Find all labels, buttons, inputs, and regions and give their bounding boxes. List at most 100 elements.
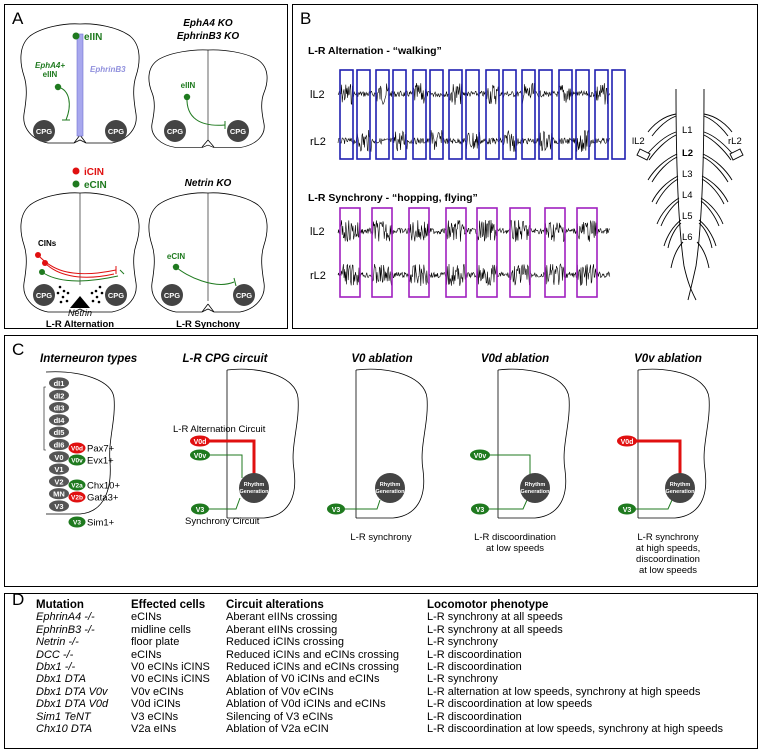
svg-text:Generation: Generation [239,489,269,495]
svg-text:Rhythm: Rhythm [244,482,265,488]
marker-gene: Chx10+ [87,481,120,492]
svg-text:V3: V3 [623,507,632,514]
svg-text:V0d: V0d [194,439,207,446]
domain-di2 [49,389,69,401]
alt-box-right [465,69,480,160]
cell-phenotype: L-R discoordination [427,710,522,723]
domain-di6 [49,438,69,451]
cell-mutation: Chx10 DTA [36,723,93,736]
svg-text:V3: V3 [476,507,485,514]
mutation-table: Mutation Effected cells Circuit alterati… [36,599,723,735]
panel-b [292,4,758,329]
v0-cord-outline [355,368,428,519]
header-phenotype: Locomotor phenotype [427,599,549,611]
svg-text:CPG: CPG [36,291,52,300]
cell-circuit: Ablation of V0v eCINs [226,685,334,698]
cord-label-l3: L3 [682,169,693,180]
dorsal-bracket [43,386,46,451]
alt-box-left [339,69,354,160]
alternation-boxes [339,69,626,160]
domain-v0 [49,451,69,463]
cpg-a3-left [33,284,55,306]
v3-cell-v0 [327,503,345,515]
domain-label: dI4 [54,416,66,425]
svg-text:CPG: CPG [108,291,124,300]
syn-left-trace-label: lL2 [310,226,325,238]
alt-box-left [558,69,573,160]
marker-gene: Evx1+ [87,456,114,467]
marker-v0d [68,442,86,454]
marker-tag: V0v [71,458,83,465]
cpg-a4-left [161,284,183,306]
svg-text:CPG: CPG [236,291,252,300]
alt-circuit-label: L-R Alternation Circuit [173,424,266,435]
cell-mutation: DCC -/- [36,648,74,661]
cell-effected: V0 eCINs iCINS [131,661,210,674]
epha4-ko-title: EphA4 KO [183,18,233,29]
cell-circuit: Aberant eIINs crossing [226,623,338,636]
netrin-ko-title: Netrin KO [185,178,232,189]
ecin-label-a4: eCIN [167,252,185,261]
v0d-result-2: at low speeds [486,543,544,554]
interneuron-cord-outline [45,371,115,515]
marker-v2a [68,479,86,491]
rhythm-generator-v0v [665,473,695,503]
marker-gene: Pax7+ [87,444,115,455]
lr-alternation-caption: L-R Alternation [46,319,114,330]
alt-box-left [448,69,463,160]
svg-text:Generation: Generation [665,489,695,495]
v0d-cell-circuit [190,435,210,447]
ephrinb3-midline-bar [76,33,84,137]
svg-text:Rhythm: Rhythm [380,482,401,488]
cell-circuit: Reduced iCINs crossing [226,636,344,649]
v0-result: L-R synchrony [350,532,411,543]
alt-box-right [575,69,590,160]
cpg-a3-right [105,284,127,306]
alt-box-left [485,69,500,160]
cell-circuit: Ablation of V0 iCINs and eCINs [226,673,380,686]
eiin-legend-label: eIIN [84,32,102,43]
alt-title: L-R Alternation - “walking” [308,45,442,57]
cord-top-left [20,23,140,144]
cord-bottom-left [20,192,140,313]
syn-title: L-R Synchrony - “hopping, flying” [308,192,478,204]
cell-circuit: Reduced iCINs and eCINs crossing [226,648,400,661]
cpg-a4-right [233,284,255,306]
cpg-a1-right [105,120,127,142]
cell-circuit: Aberant eIINs crossing [226,611,338,624]
syn-box [371,207,393,298]
svg-text:V0v: V0v [194,453,207,460]
lumbar-cord [643,88,737,301]
v3-cell-circuit [191,503,209,515]
domain-label: V0 [54,453,63,462]
syn-box [339,207,361,298]
eiin-legend-dot [72,32,80,40]
panel-a [4,4,288,329]
svg-text:CPG: CPG [230,127,246,136]
cord-label-l1: L1 [682,125,693,136]
domain-di1 [49,377,69,389]
panel-c-diagram: Interneuron types L-R CPG circuit V0 abl… [40,353,710,576]
cpg-a2-left [164,120,186,142]
svg-text:Rhythm: Rhythm [525,482,546,488]
v0d-cord-outline [497,368,570,519]
marker-tag: V0d [71,446,83,453]
domain-v3 [49,500,69,512]
cell-circuit: Silencing of V3 eCINs [226,710,333,723]
marker-v0v [68,454,86,466]
icin-legend-dot [72,167,80,175]
left-trace-alt [337,82,611,106]
cell-phenotype: L-R discoordination [427,648,522,661]
domain-label: V3 [54,502,63,511]
alt-box-right [356,69,371,160]
svg-text:CPG: CPG [36,127,52,136]
cell-mutation: Dbx1 DTA [36,673,86,686]
domain-di4 [49,414,69,426]
svg-text:Generation: Generation [520,489,550,495]
alt-box-left [412,69,427,160]
svg-text:V0d: V0d [621,439,634,446]
domain-label: dI2 [54,391,65,400]
domain-label: dI5 [54,428,65,437]
table-header: Mutation Effected cells Circuit alterati… [36,599,723,611]
